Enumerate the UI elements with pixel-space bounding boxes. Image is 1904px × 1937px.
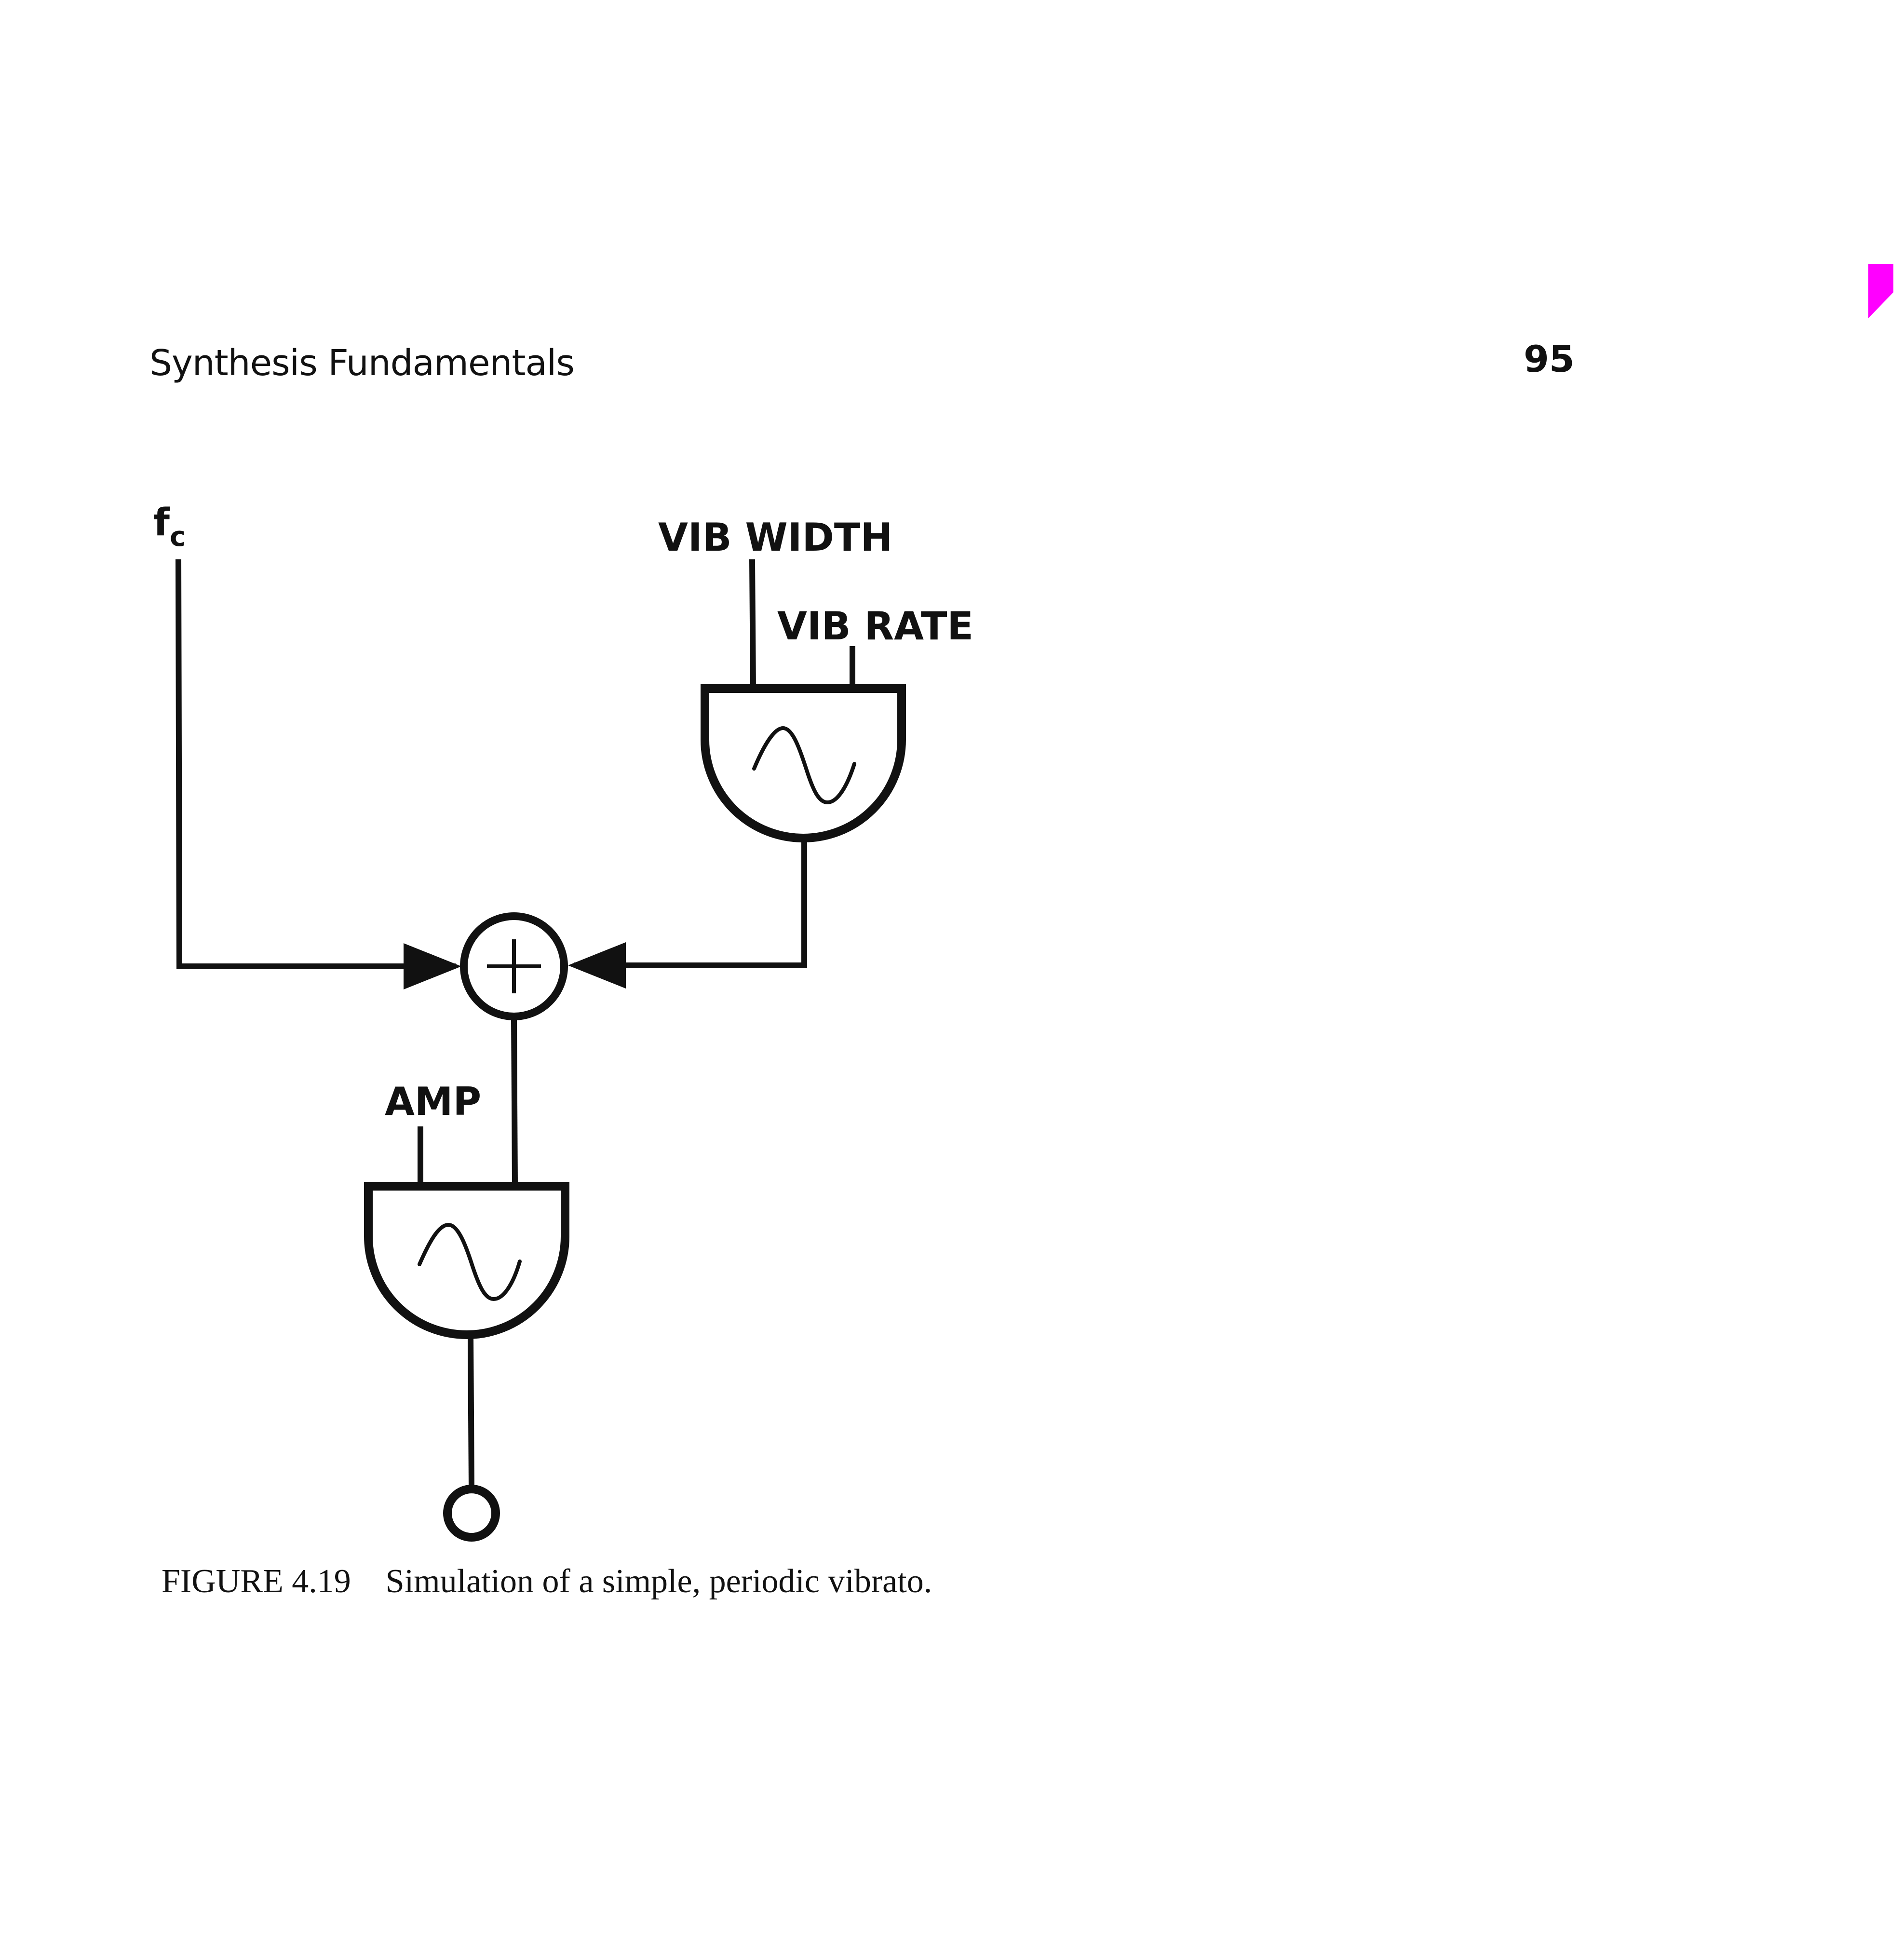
audio-oscillator-body bbox=[364, 1182, 569, 1339]
running-head-title: Synthesis Fundamentals bbox=[149, 342, 575, 384]
label-carrier-frequency-subscript: c bbox=[170, 521, 186, 553]
label-carrier-frequency-base: f bbox=[153, 501, 170, 544]
audio-oscillator-sine-icon bbox=[418, 1222, 522, 1301]
page-number: 95 bbox=[1524, 338, 1575, 380]
adder-node bbox=[460, 912, 568, 1020]
adder-output-line bbox=[511, 1017, 518, 1187]
figure-number: FIGURE 4.19 bbox=[162, 1563, 351, 1600]
figure-caption: FIGURE 4.19 Simulation of a simple, perio… bbox=[162, 1562, 932, 1601]
page-edge-tab-marker bbox=[1868, 264, 1893, 318]
vibrato-oscillator-sine-icon bbox=[752, 726, 856, 805]
output-terminal-circle bbox=[443, 1485, 500, 1542]
tab-shape bbox=[1868, 264, 1893, 318]
label-vib-rate: VIB RATE bbox=[777, 604, 973, 649]
figure-caption-text: Simulation of a simple, periodic vibrato… bbox=[385, 1563, 932, 1600]
label-amp: AMP bbox=[385, 1079, 481, 1124]
label-vib-width: VIB WIDTH bbox=[658, 515, 892, 560]
audio-output-line bbox=[468, 1336, 474, 1489]
vibrato-output-line bbox=[568, 839, 807, 989]
vib-width-line bbox=[749, 559, 756, 689]
label-carrier-frequency: fc bbox=[153, 501, 186, 553]
carrier-frequency-line bbox=[176, 559, 461, 989]
